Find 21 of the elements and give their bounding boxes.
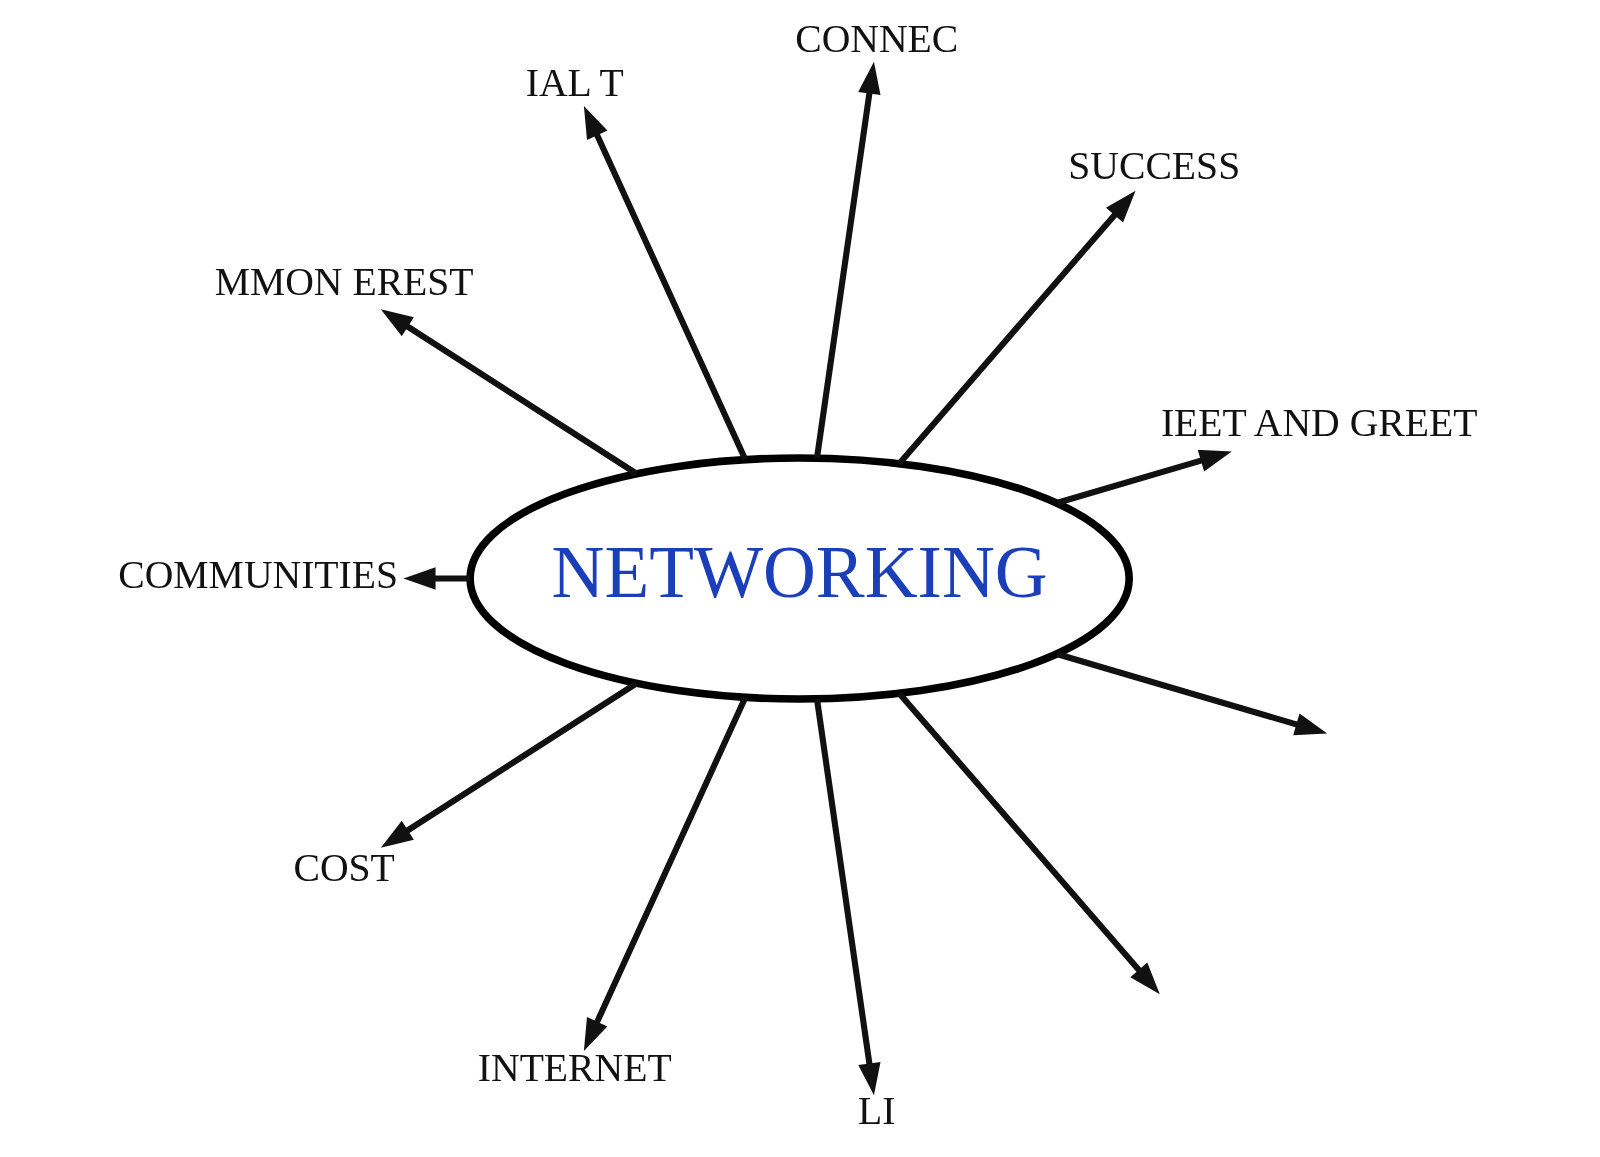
node-text: INTERNET [477,1045,672,1090]
node-text: IAL T [525,60,624,105]
node-text: COMMUNITIES [117,553,398,598]
arrow [896,190,1136,466]
arrow [1055,651,1327,736]
arrow [1055,449,1232,506]
node-text: IEET AND GREET [1160,400,1477,445]
arrow [380,680,638,848]
node-ellipse: NETWORKING [465,454,1133,703]
arrow [896,691,1160,995]
node-text: MMON EREST [214,260,474,305]
node-text: LI [857,1089,895,1134]
arrow [583,696,748,1051]
arrow [380,309,638,477]
arrow [402,567,470,590]
node-text: SUCCESS [1067,143,1240,188]
arrow [813,61,880,458]
arrow [583,106,748,461]
node-text: COST [292,845,395,890]
node-text: CONNEC [794,17,958,62]
arrow [813,699,880,1096]
